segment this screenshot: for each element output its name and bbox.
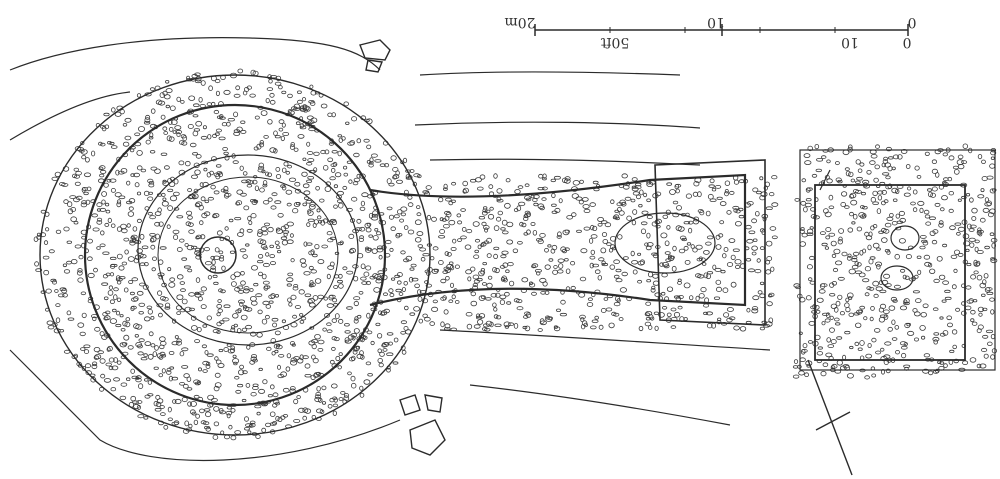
scale-label-top-20m: 20m — [504, 14, 535, 30]
square-feature-upper — [890, 225, 920, 251]
central-pit — [199, 236, 237, 274]
middle-cairn-ring — [83, 103, 387, 407]
cairn-outlines — [39, 74, 996, 436]
north-arrow-icon — [807, 359, 853, 476]
rubble-texture — [33, 68, 998, 441]
passage-outline — [369, 173, 747, 307]
passage-mouth — [654, 159, 766, 326]
scale-label-bottom-0: 0 — [903, 34, 912, 50]
inner-cairn-ring — [137, 154, 359, 346]
contour-lines — [9, 37, 831, 462]
scale-label-bottom-50ft: 50ft — [600, 34, 629, 50]
outer-cairn-ring — [39, 74, 431, 436]
passage-end-oval — [614, 212, 716, 274]
inner-square-structure — [814, 184, 966, 361]
boulder-top — [359, 39, 391, 61]
scale-label-top-10: 10 — [707, 14, 725, 30]
outer-square-structure — [799, 149, 996, 371]
scale-bar: 0 10 20m 0 10 50ft — [504, 14, 916, 50]
square-feature-lower — [880, 265, 914, 291]
boulder-top-small — [365, 59, 383, 73]
boulders — [359, 39, 446, 456]
chamber-core — [157, 176, 339, 334]
scale-label-bottom-10: 10 — [841, 34, 859, 50]
boulder-bottom-2 — [424, 394, 443, 413]
boulder-bottom-3 — [409, 419, 446, 456]
scale-label-top-0: 0 — [908, 14, 917, 30]
boulder-bottom-1 — [399, 394, 421, 416]
